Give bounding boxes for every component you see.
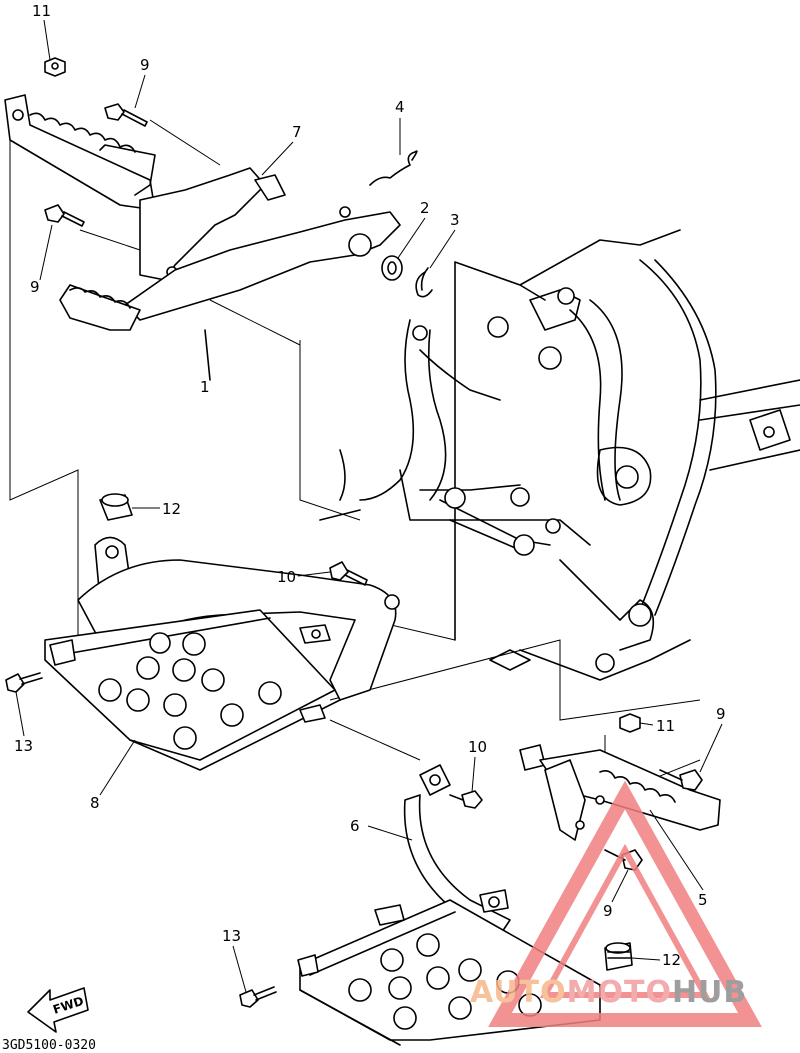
part-label-7: 7: [292, 123, 302, 141]
lower-footrest-plate: [297, 764, 633, 1046]
part-label-10-left: 10: [277, 568, 296, 586]
part-callouts: 11 9 4 7 2 3 9 1 12 10 13 8 10 11 9 6 9 …: [14, 2, 726, 993]
part-label-12-bottom: 12: [662, 951, 681, 969]
watermark-part1: AUTO: [470, 975, 567, 1010]
part-label-13-left: 13: [14, 737, 33, 755]
part-label-12-top: 12: [162, 500, 181, 518]
part-label-13-bottom: 13: [222, 927, 241, 945]
frame-drawing: [319, 229, 800, 681]
watermark-text: AUTOMOTOHUB: [470, 975, 747, 1010]
left-footrest-plate: [44, 493, 400, 771]
watermark-part3: HUB: [672, 975, 747, 1010]
part-label-9-bottom: 9: [603, 902, 613, 920]
watermark-logo: AUTOMOTOHUB: [470, 780, 762, 1027]
part-label-11-top: 11: [32, 2, 51, 20]
part-label-6: 6: [350, 817, 360, 835]
part-label-9-right: 9: [716, 705, 726, 723]
part-label-2: 2: [420, 199, 430, 217]
fwd-arrow-icon: FWD: [27, 987, 89, 1033]
part-label-8: 8: [90, 794, 100, 812]
leader-lines: [9, 119, 701, 801]
part-label-9-left: 9: [30, 278, 40, 296]
upper-footrest-assembly: [4, 94, 401, 381]
part-label-9-top: 9: [140, 56, 150, 74]
small-parts-top: [44, 57, 433, 298]
bolts: [5, 561, 483, 1008]
part-label-3: 3: [450, 211, 460, 229]
diagram-code: 3GD5100-0320: [2, 1038, 96, 1053]
part-label-11-right: 11: [656, 717, 675, 735]
part-label-1: 1: [200, 378, 210, 396]
part-label-4: 4: [395, 98, 405, 116]
part-label-5: 5: [698, 891, 708, 909]
part-label-10-right: 10: [468, 738, 487, 756]
watermark-triangle-icon: [488, 780, 762, 1027]
watermark-part2: MOTO: [567, 975, 672, 1010]
